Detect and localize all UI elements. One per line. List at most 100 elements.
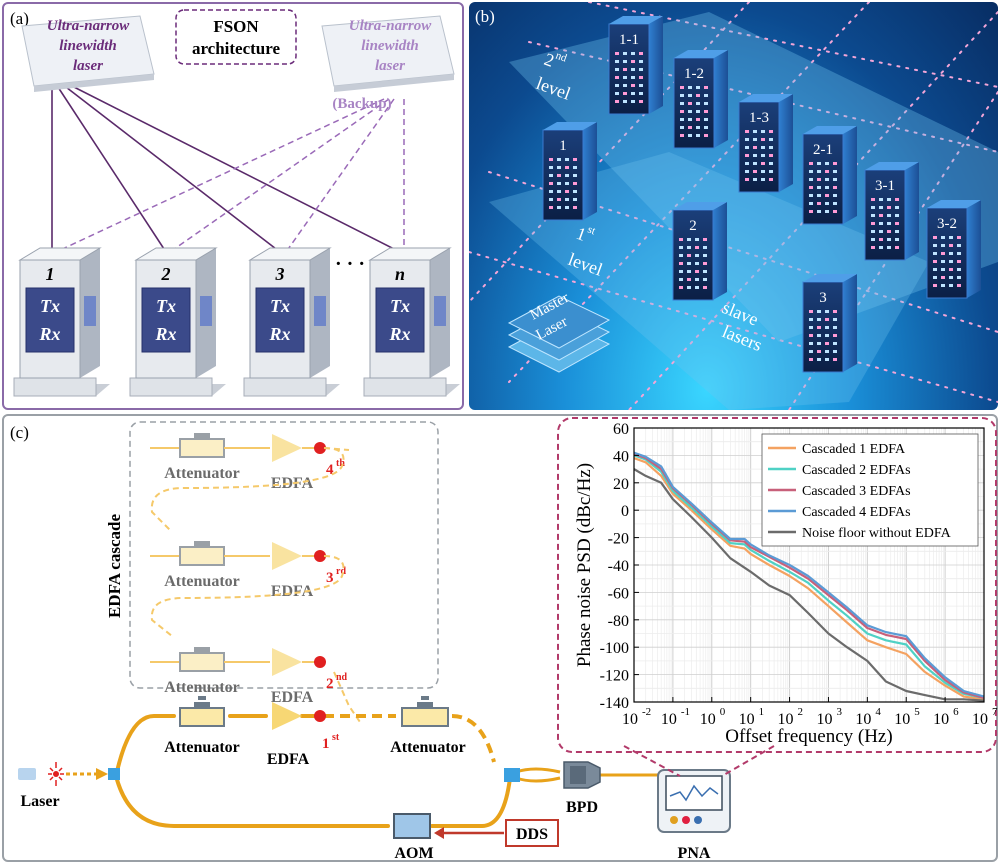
server-3-2: 3-2	[926, 200, 981, 299]
fiber-main	[114, 714, 512, 828]
laser-right: Ultra-narrow linewidth laser	[321, 15, 455, 92]
level2-sup: nd	[554, 50, 569, 65]
server-2-1: 2-1	[802, 126, 857, 225]
node-label: 3	[275, 264, 285, 284]
stage1-num: 1	[322, 736, 330, 752]
y-tick-label: 20	[613, 476, 629, 493]
title-line1: FSON	[213, 17, 259, 36]
x-tick-label: 10	[972, 711, 988, 728]
server-label: 3-2	[937, 216, 957, 232]
panel-a-fson-architecture: (a) FSON architecture Ultra-narrow linew…	[2, 2, 464, 410]
series-line	[633, 451, 985, 698]
solid-links	[51, 83, 401, 253]
laser-source: Laser	[18, 762, 120, 810]
server-label: 2-1	[813, 142, 833, 158]
attenuator-label: Attenuator	[164, 679, 240, 696]
cascade-box	[129, 421, 439, 689]
x-tick-exp: -2	[642, 706, 651, 718]
x-tick-exp: 3	[836, 706, 842, 718]
y-tick-label: -100	[600, 640, 629, 657]
series-line	[633, 457, 985, 701]
tx-label: Tx	[156, 296, 176, 316]
node-label: n	[395, 264, 405, 284]
y-tick-label: 40	[613, 448, 629, 465]
x-tick-exp: 6	[953, 706, 959, 718]
pna-label: PNA	[678, 845, 711, 862]
chart-axes-box	[633, 427, 985, 703]
x-tick-exp: 5	[914, 706, 920, 718]
stage-num: 2	[326, 676, 334, 692]
panel-a-drawing: (a) FSON architecture Ultra-narrow linew…	[10, 9, 460, 397]
chart-xlabel: Offset frequency (Hz)	[725, 726, 892, 747]
tx-label: Tx	[390, 296, 410, 316]
stage1-edfa-label: EDFA	[267, 751, 310, 768]
rx-label: Rx	[268, 324, 290, 344]
laser-right-l1: Ultra-narrow	[349, 18, 433, 34]
stage-num: 3	[326, 570, 334, 586]
legend-label: Noise floor without EDFA	[802, 526, 952, 541]
laser-left-l3: laser	[73, 58, 103, 74]
chart-series	[633, 451, 985, 702]
bpd: BPD	[563, 761, 601, 816]
rx-label: Rx	[38, 324, 60, 344]
legend-label: Cascaded 2 EDFAs	[802, 463, 911, 478]
y-tick-label: -140	[600, 695, 629, 712]
laser-right-l2: linewidth	[361, 38, 419, 54]
chart-ylabel: Phase noise PSD (dBc/Hz)	[574, 463, 595, 667]
x-tick-label: 10	[778, 711, 794, 728]
server-label: 1	[559, 138, 567, 154]
laser-left-l2: linewidth	[59, 38, 117, 54]
x-tick-label: 10	[622, 711, 638, 728]
rx-label: Rx	[154, 324, 176, 344]
legend-label: Cascaded 4 EDFAs	[802, 505, 911, 520]
x-tick-exp: 4	[875, 706, 881, 718]
title-line2: architecture	[192, 39, 281, 58]
attenuator2-label: Attenuator	[390, 739, 466, 756]
tx-label: Tx	[40, 296, 60, 316]
x-tick-exp: 1	[759, 706, 765, 718]
pna: PNA	[657, 769, 731, 862]
dds: DDS	[505, 819, 559, 847]
y-tick-label: 60	[613, 421, 629, 438]
server-label: 1-1	[619, 32, 639, 48]
attenuator-after-edfa: Attenuator	[390, 696, 466, 756]
series-line	[633, 454, 985, 699]
bpd-label: BPD	[566, 799, 598, 816]
panel-b-label: (b)	[475, 7, 495, 26]
x-tick-label: 10	[855, 711, 871, 728]
node-label: 1	[46, 264, 55, 284]
series-line	[633, 468, 985, 702]
stage-sup: nd	[336, 672, 348, 683]
aom-label: AOM	[394, 845, 433, 862]
coupler	[504, 768, 520, 782]
x-tick-exp: 2	[798, 706, 804, 718]
y-tick-label: -60	[608, 585, 629, 602]
x-tick-label: 10	[700, 711, 716, 728]
y-tick-label: -40	[608, 558, 629, 575]
laser-label: Laser	[20, 793, 59, 810]
stage-num: 4	[326, 462, 334, 478]
server-label: 2	[689, 218, 697, 234]
rx-label: Rx	[388, 324, 410, 344]
title-box	[175, 9, 297, 65]
x-tick-label: 10	[739, 711, 755, 728]
server-3: 3	[802, 274, 857, 373]
server-1-3: 1-3	[738, 94, 793, 193]
laser-right-l3: laser	[375, 58, 405, 74]
server-label: 3	[819, 290, 827, 306]
y-tick-label: 0	[621, 503, 629, 520]
server-2: 2	[672, 202, 727, 301]
legend-box	[761, 433, 979, 547]
laser-left-l1: Ultra-narrow	[47, 18, 131, 34]
panel-a-label: (a)	[10, 9, 29, 28]
